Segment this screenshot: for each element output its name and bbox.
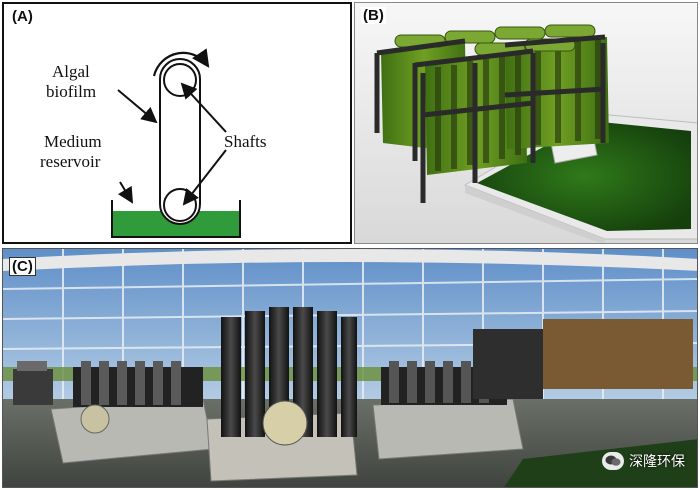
biofilm-pointer-arrow (117, 89, 158, 124)
medium-reservoir-tank (111, 200, 241, 238)
panel-b-3d-render: (B) (354, 2, 698, 244)
watermark-text: 深隆环保 (629, 454, 685, 470)
panel-a-label: (A) (10, 8, 35, 25)
rotation-arrow (152, 48, 210, 77)
support-frames (374, 34, 606, 203)
panel-b-label: (B) (361, 7, 386, 24)
greenhouse-photo (3, 249, 697, 487)
reservoir-pointer-arrow (117, 181, 134, 204)
center-reactor-cylinders (206, 307, 358, 482)
label-reservoir: reservoir (40, 152, 101, 171)
top-shaft (163, 63, 197, 97)
bottom-shaft-pointer-arrow (182, 149, 227, 206)
wechat-watermark: 深隆环保 (602, 451, 685, 471)
tank-medium (477, 121, 691, 231)
far-right-algae-rack (473, 319, 693, 399)
top-shaft-pointer-arrow (180, 82, 227, 133)
label-shafts: Shafts (224, 132, 267, 151)
panel-c-label: (C) (9, 257, 36, 276)
reactor-3d-illustration (355, 3, 697, 243)
label-algal: Algal (52, 62, 90, 81)
label-biofilm: biofilm (46, 82, 97, 101)
panel-c-greenhouse-photo: (C) (2, 248, 698, 488)
label-medium: Medium (44, 132, 102, 151)
algae-pond (504, 439, 697, 487)
panel-a-schematic: (A) Algal biofilm Medium reservoir Shaft… (2, 2, 352, 244)
left-reactor-tank (50, 361, 214, 464)
biofilm-reactor-diagram (111, 48, 241, 238)
algal-biofilm-belt (159, 58, 201, 225)
wechat-logo-icon (602, 452, 624, 470)
